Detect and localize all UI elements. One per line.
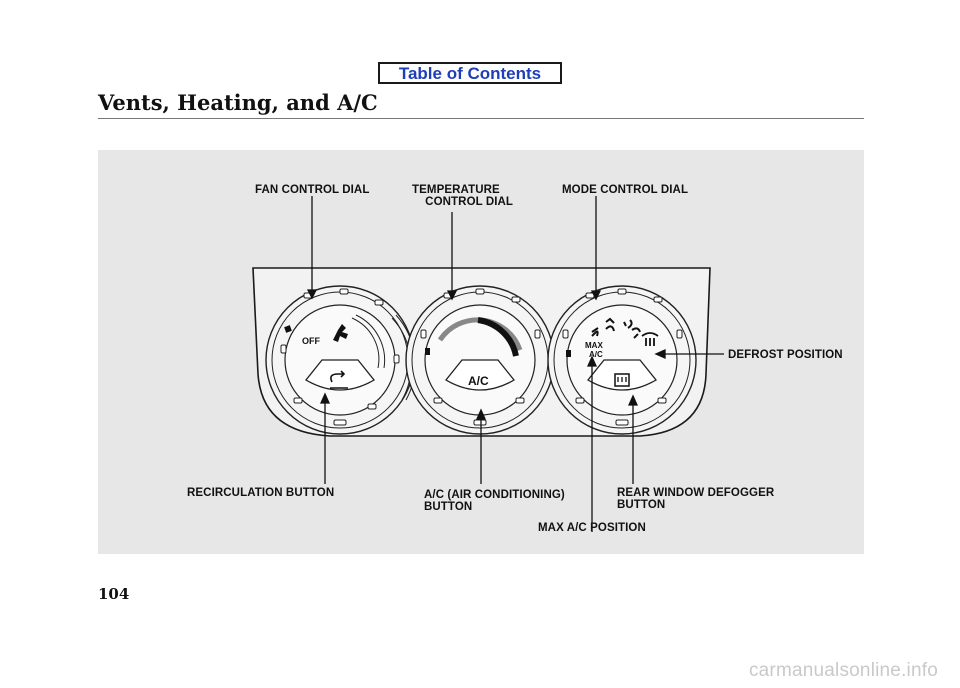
table-of-contents-link[interactable]: Table of Contents: [378, 62, 562, 84]
vent-mode-icon-4: [631, 327, 641, 339]
max-label: MAX: [585, 341, 603, 350]
fan-control-dial-label: FAN CONTROL DIAL: [255, 184, 370, 196]
fan-off-label: OFF: [302, 336, 320, 346]
watermark: carmanualsonline.info: [748, 660, 938, 681]
temperature-control-dial: A/C: [405, 285, 555, 435]
vent-mode-icon-3: [623, 319, 633, 329]
max-ac-label: A/C: [589, 350, 603, 359]
max-ac-position-label: MAX A/C POSITION: [538, 522, 646, 534]
fan-icon: [333, 324, 348, 342]
rear-window-defogger-label: REAR WINDOW DEFOGGER BUTTON: [617, 487, 775, 511]
temperature-control-dial-label: TEMPERATURE CONTROL DIAL: [412, 184, 514, 208]
page-number: 104: [98, 585, 130, 603]
fan-control-dial: OFF: [265, 285, 416, 435]
callout-lines: [306, 196, 724, 532]
recirculation-icon: [330, 370, 348, 389]
ac-button-label: A/C (AIR CONDITIONING) BUTTON: [424, 489, 565, 513]
vent-mode-icon-1: [591, 327, 599, 337]
mode-control-dial: MAX A/C: [547, 285, 697, 435]
page-title: Vents, Heating, and A/C: [98, 90, 378, 115]
vent-mode-icon-2: [605, 317, 615, 332]
defrost-mode-icon: [641, 332, 659, 346]
title-divider: [98, 118, 864, 119]
ac-button-text: A/C: [468, 374, 489, 388]
defrost-position-label: DEFROST POSITION: [728, 349, 843, 361]
mode-control-dial-label: MODE CONTROL DIAL: [562, 184, 689, 196]
recirculation-button-label: RECIRCULATION BUTTON: [187, 487, 335, 499]
